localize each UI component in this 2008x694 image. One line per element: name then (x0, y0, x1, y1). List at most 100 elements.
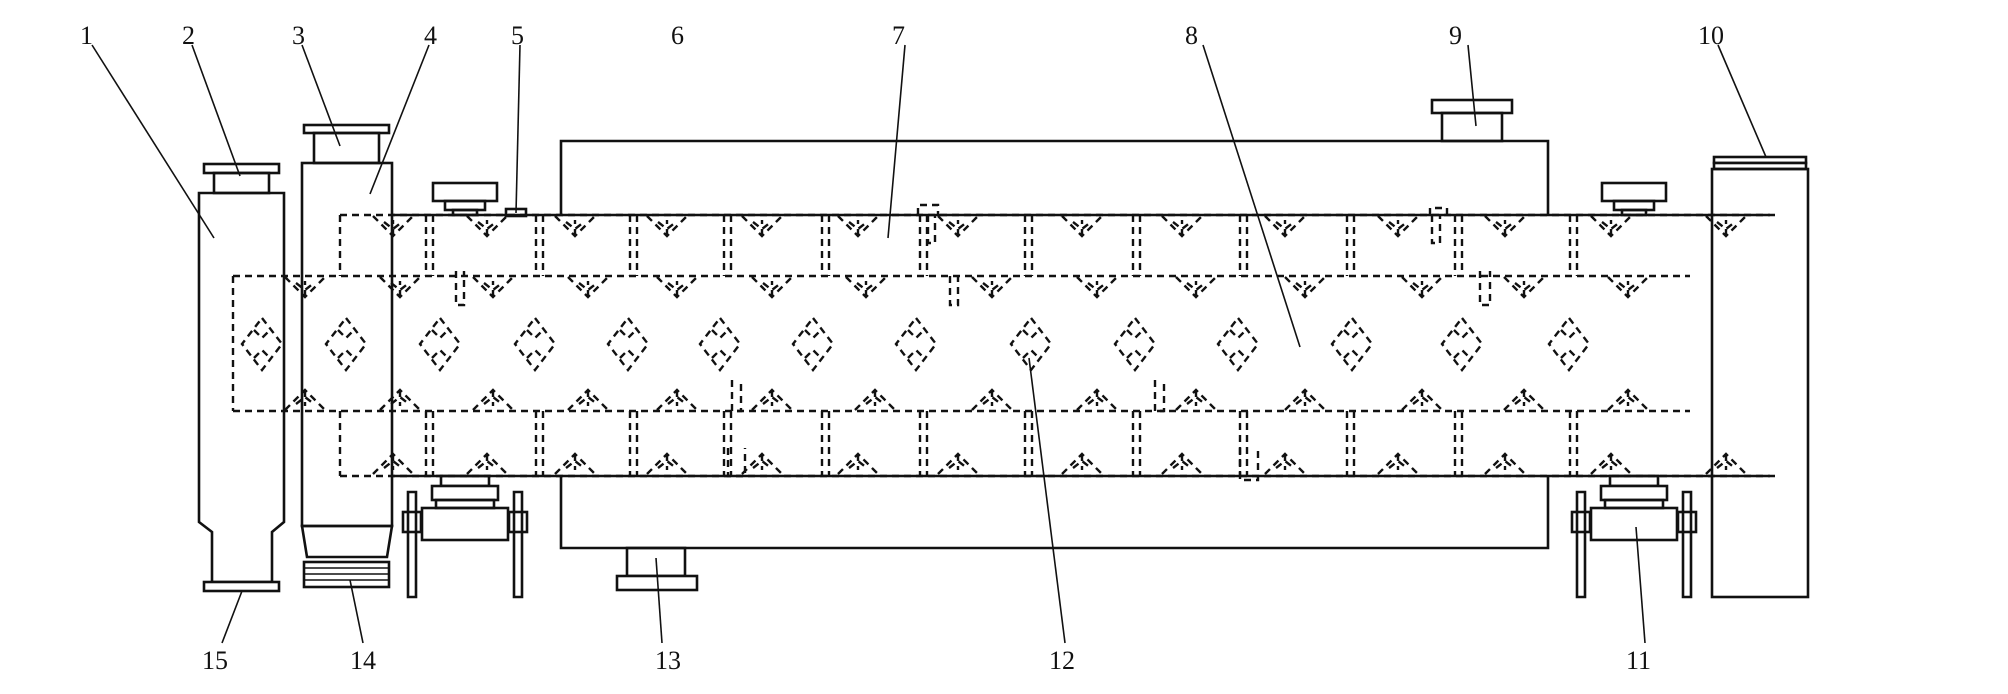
top-hood (559, 139, 1550, 215)
diamond-flight-inner (431, 329, 449, 359)
left-chamber (300, 123, 394, 589)
label-2: 2 (182, 21, 195, 50)
leader-lines (91, 44, 1767, 644)
lifting-flight (1076, 388, 1118, 411)
lifting-flight (466, 215, 508, 238)
lifting-flight (1284, 388, 1326, 411)
diamond-flight (240, 316, 284, 372)
lifting-flight (1264, 215, 1306, 238)
diamond-flight-inner (804, 329, 822, 359)
diamond-flight-inner (253, 329, 271, 359)
label-3: 3 (292, 21, 305, 50)
lifting-flight (845, 276, 887, 299)
lifting-flight (751, 388, 793, 411)
top-outlet (1430, 98, 1514, 143)
support-stand-right (1570, 474, 1698, 599)
top-riding-ring-right (1600, 181, 1668, 217)
lifting-flight (567, 388, 609, 411)
lifting-flight (1590, 215, 1632, 238)
diamond-flight-inner (1126, 329, 1144, 359)
lifting-flight (372, 452, 414, 475)
diamond-flight-inner (1560, 329, 1578, 359)
lifting-flight (656, 276, 698, 299)
diamond-flight-inner (337, 329, 355, 359)
lifting-flight (1161, 215, 1203, 238)
lifting-flight (646, 215, 688, 238)
diamond-flight (1330, 316, 1374, 372)
lifting-flight (937, 215, 979, 238)
lifting-flight (379, 388, 421, 411)
diamond-flight (1440, 316, 1484, 372)
lifting-flight (567, 276, 609, 299)
right-chamber (1710, 155, 1810, 599)
diamond-flight (324, 316, 368, 372)
lifting-flight (1705, 215, 1747, 238)
lifting-flight (1503, 276, 1545, 299)
drum-internals (231, 203, 1780, 482)
left-vertical-pipe (197, 162, 286, 593)
label-1: 1 (80, 21, 93, 50)
lifting-flight (1705, 452, 1747, 475)
lifting-flight (284, 276, 326, 299)
bottom-hood (559, 476, 1550, 592)
label-14: 14 (350, 646, 376, 675)
lifting-flight (1061, 452, 1103, 475)
lifting-flight (372, 215, 414, 238)
diamond-flight-inner (1453, 329, 1471, 359)
top-riding-ring-left (431, 181, 499, 217)
lifting-flight (741, 452, 783, 475)
label-15: 15 (202, 646, 228, 675)
lifting-flight (837, 215, 879, 238)
lifting-flight (1377, 215, 1419, 238)
label-6: 6 (671, 21, 684, 50)
lifting-flight (1503, 388, 1545, 411)
lifting-flight (554, 215, 596, 238)
label-10: 10 (1698, 21, 1724, 50)
lifting-flight (472, 388, 514, 411)
diamond-flight-inner (711, 329, 729, 359)
lifting-flight (1590, 452, 1632, 475)
label-8: 8 (1185, 21, 1198, 50)
lifting-flight (656, 388, 698, 411)
lifting-flight (1161, 452, 1203, 475)
lifting-flight (379, 276, 421, 299)
label-13: 13 (655, 646, 681, 675)
diamond-flight (418, 316, 462, 372)
diamond-flight (1216, 316, 1260, 372)
diamond-flight (1009, 316, 1053, 372)
label-7: 7 (892, 21, 905, 50)
lifting-flight (854, 388, 896, 411)
diamond-flight (791, 316, 835, 372)
lifting-flight (1061, 215, 1103, 238)
lifting-flight (1284, 276, 1326, 299)
lifting-flight (554, 452, 596, 475)
lifting-flight (971, 276, 1013, 299)
label-11: 11 (1626, 646, 1651, 675)
support-stand-left (401, 474, 529, 599)
lifting-flight (937, 452, 979, 475)
lifting-flight (1401, 276, 1443, 299)
lifting-flight (646, 452, 688, 475)
lifting-flight (837, 452, 879, 475)
label-9: 9 (1449, 21, 1462, 50)
lifting-flight (1076, 276, 1118, 299)
lifting-flight (1607, 388, 1649, 411)
diamond-flight (1547, 316, 1591, 372)
diamond-flight-inner (526, 329, 544, 359)
lifting-flight (1484, 215, 1526, 238)
label-12: 12 (1049, 646, 1075, 675)
diamond-flight-inner (907, 329, 925, 359)
lifting-flight (466, 452, 508, 475)
diamond-flight (698, 316, 742, 372)
label-4: 4 (424, 21, 437, 50)
label-5: 5 (511, 21, 524, 50)
lifting-flight (472, 276, 514, 299)
callout-labels: 1 2 3 4 5 6 7 8 9 10 11 12 13 14 15 (80, 21, 1724, 675)
lifting-flight (1175, 276, 1217, 299)
lifting-flight (971, 388, 1013, 411)
lifting-flight (1377, 452, 1419, 475)
diamond-flight (606, 316, 650, 372)
lifting-flight (1484, 452, 1526, 475)
diamond-flight (894, 316, 938, 372)
